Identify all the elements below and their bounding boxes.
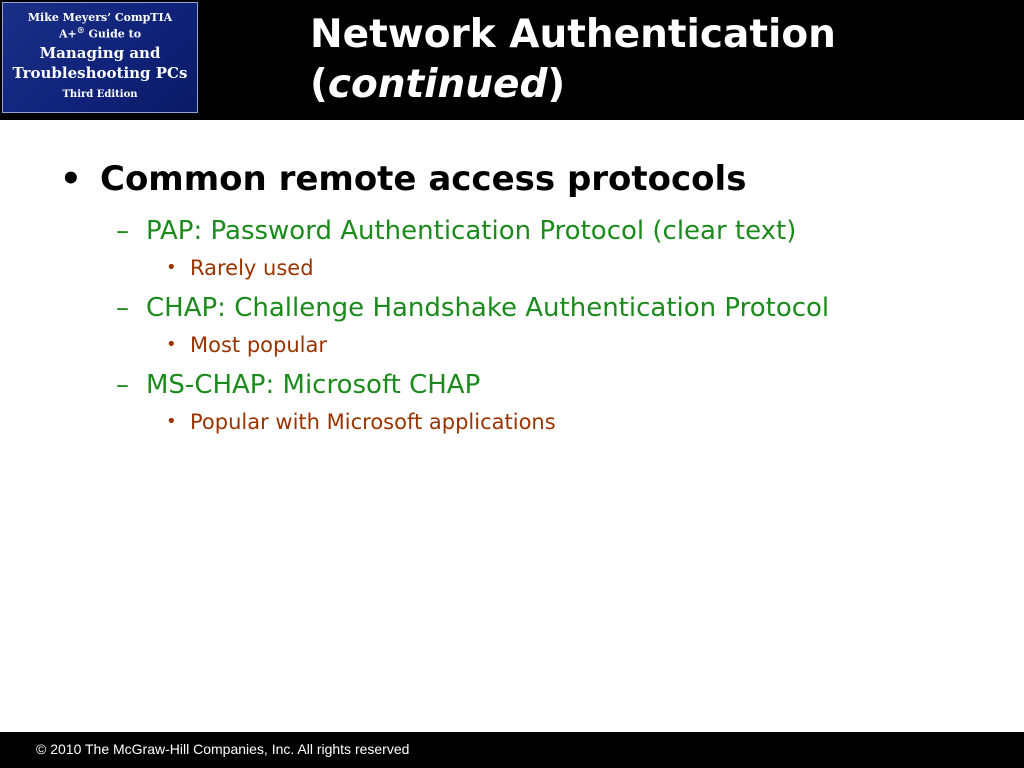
protocol-note-text: Most popular [190, 333, 327, 357]
copyright-text: © 2010 The McGraw-Hill Companies, Inc. A… [36, 741, 410, 757]
protocol-item: – CHAP: Challenge Handshake Authenticati… [116, 289, 980, 327]
dash-bullet-icon: – [116, 370, 129, 400]
protocol-item: – PAP: Password Authentication Protocol … [116, 212, 980, 250]
logo-line-1: Mike Meyers’ CompTIA [27, 11, 173, 24]
book-logo: Mike Meyers’ CompTIA A+® Guide to Managi… [2, 2, 198, 113]
logo-line-3: Managing and [39, 43, 161, 62]
logo-line-4: Troubleshooting PCs [12, 63, 188, 82]
bullet-heading: • Common remote access protocols [60, 152, 980, 206]
logo-line-2-suffix: Guide to [84, 27, 142, 41]
bullet-dot-icon: • [60, 159, 82, 199]
logo-edition: Third Edition [62, 88, 138, 100]
small-bullet-icon: • [166, 334, 177, 355]
protocol-note-text: Rarely used [190, 256, 314, 280]
logo-line-2: A+® Guide to [3, 24, 197, 41]
dash-bullet-icon: – [116, 293, 129, 323]
protocol-note: • Rarely used [166, 253, 980, 283]
small-bullet-icon: • [166, 411, 177, 432]
protocol-text: CHAP: Challenge Handshake Authentication… [146, 293, 830, 323]
protocol-text: MS-CHAP: Microsoft CHAP [146, 370, 481, 400]
protocol-note: • Most popular [166, 330, 980, 360]
bullet-heading-text: Common remote access protocols [100, 159, 747, 199]
logo-registered-mark: ® [76, 25, 85, 35]
slide-title: Network Authentication (continued) [310, 10, 1010, 110]
protocol-item: – MS-CHAP: Microsoft CHAP [116, 366, 980, 404]
protocol-text: PAP: Password Authentication Protocol (c… [146, 216, 797, 246]
protocol-note-text: Popular with Microsoft applications [190, 410, 556, 434]
small-bullet-icon: • [166, 257, 177, 278]
logo-line-2-prefix: A+ [58, 27, 77, 41]
slide-title-main: Network Authentication [310, 12, 836, 57]
slide-title-open-paren: ( [310, 62, 328, 107]
slide-footer: © 2010 The McGraw-Hill Companies, Inc. A… [0, 732, 1024, 768]
slide-header: Mike Meyers’ CompTIA A+® Guide to Managi… [0, 0, 1024, 120]
slide-title-close-paren: ) [547, 62, 566, 107]
dash-bullet-icon: – [116, 216, 129, 246]
protocol-note: • Popular with Microsoft applications [166, 407, 980, 437]
slide-title-continued: continued [327, 62, 548, 107]
slide-body: • Common remote access protocols – PAP: … [60, 152, 980, 437]
